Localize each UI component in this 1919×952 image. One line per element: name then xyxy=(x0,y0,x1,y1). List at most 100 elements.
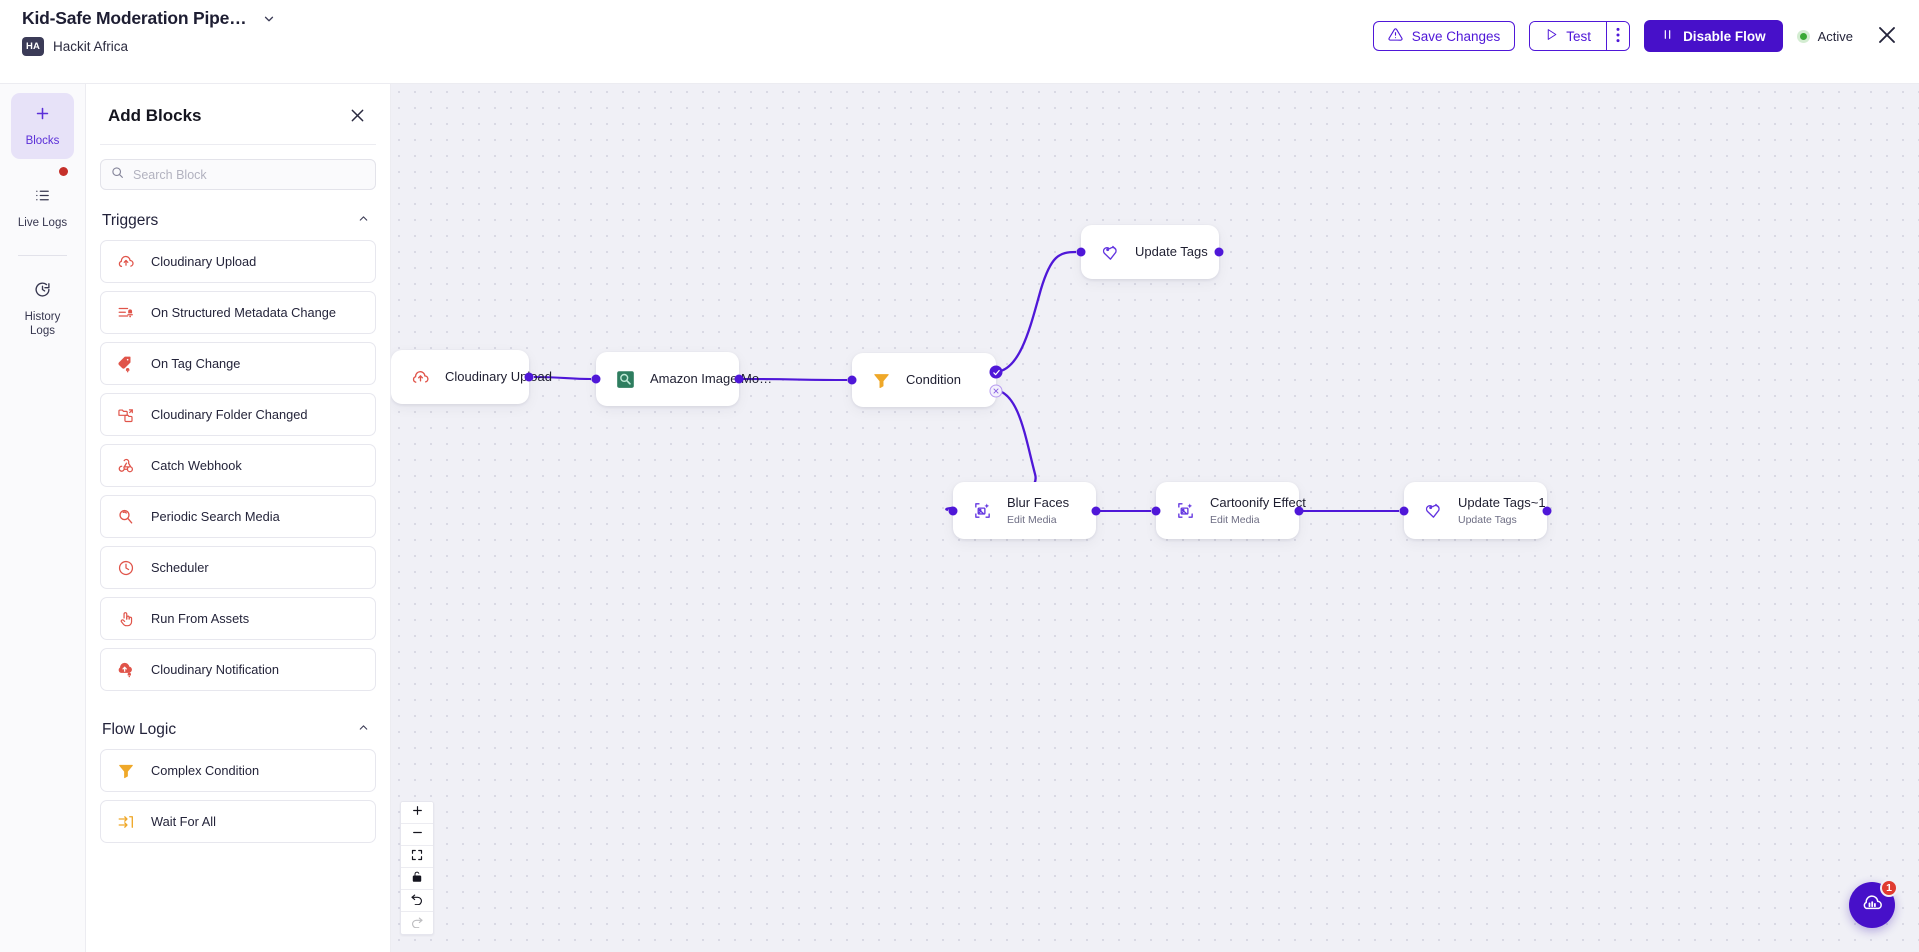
block-item-label: Periodic Search Media xyxy=(151,509,280,524)
search-box[interactable] xyxy=(100,159,376,190)
flow-node-text: Amazon Image Mo… xyxy=(650,371,772,387)
test-label: Test xyxy=(1566,28,1592,44)
block-item-run-from-assets[interactable]: Run From Assets xyxy=(100,597,376,640)
flow-node-title: Amazon Image Mo… xyxy=(650,370,773,386)
block-item-label: Cloudinary Notification xyxy=(151,662,280,677)
page-title: Kid-Safe Moderation Pipe… xyxy=(22,8,247,28)
history-icon xyxy=(34,281,51,303)
flow-node-condition[interactable]: Condition xyxy=(847,353,1003,407)
flow-canvas[interactable]: Cloudinary Upload Amazon Image Mo… Condi… xyxy=(391,84,1919,952)
rail-divider xyxy=(18,254,67,256)
panel-header: Add Blocks xyxy=(86,84,390,126)
block-item-label: On Tag Change xyxy=(151,356,241,371)
cloud-bell-icon xyxy=(117,661,135,679)
hand-click-icon xyxy=(117,610,135,628)
flow-node-title: Cloudinary Upload xyxy=(445,368,552,384)
block-item-catch-webhook[interactable]: Catch Webhook xyxy=(100,444,376,487)
node-output-handle-true[interactable] xyxy=(989,365,1003,379)
block-item-scheduler[interactable]: Scheduler xyxy=(100,546,376,589)
save-changes-button[interactable]: Save Changes xyxy=(1372,21,1516,51)
node-output-handle[interactable] xyxy=(734,374,744,384)
block-item-periodic-search-media[interactable]: Periodic Search Media xyxy=(100,495,376,538)
node-output-handle[interactable] xyxy=(1214,247,1224,257)
status-dot-icon xyxy=(1796,29,1810,43)
node-output-handle[interactable] xyxy=(1294,506,1304,515)
flow-node-text: Blur Faces Edit Media xyxy=(1007,495,1069,526)
node-output-handle[interactable] xyxy=(1542,506,1552,515)
block-item-on-tag-change[interactable]: On Tag Change xyxy=(100,342,376,385)
cloud-upload-icon xyxy=(117,253,135,271)
flow-node-blur-faces[interactable]: Blur Faces Edit Media xyxy=(948,482,1101,539)
header-left: Kid-Safe Moderation Pipe… HA Hackit Afri… xyxy=(22,8,278,56)
flow-title-row: Kid-Safe Moderation Pipe… xyxy=(22,8,278,29)
fit-screen-icon xyxy=(411,848,423,866)
block-item-label: On Structured Metadata Change xyxy=(151,305,336,320)
edit-media-icon xyxy=(1176,501,1195,520)
chevron-up-icon xyxy=(357,721,370,739)
close-icon[interactable] xyxy=(1875,23,1901,49)
block-item-cloudinary-notification[interactable]: Cloudinary Notification xyxy=(100,648,376,691)
disable-flow-label: Disable Flow xyxy=(1683,28,1766,44)
clock-icon xyxy=(117,559,135,577)
zoom-in-button[interactable] xyxy=(401,802,433,824)
aws-rekognition-icon xyxy=(616,370,635,389)
chevron-down-icon[interactable] xyxy=(260,10,278,28)
node-input-handle[interactable] xyxy=(1399,506,1409,515)
sidebar-item-blocks[interactable]: Blocks xyxy=(11,93,74,160)
zoom-out-button[interactable] xyxy=(401,824,433,846)
more-options-button[interactable] xyxy=(1606,22,1630,50)
section-header-triggers[interactable]: Triggers xyxy=(86,190,390,240)
app-header: Kid-Safe Moderation Pipe… HA Hackit Afri… xyxy=(0,0,1919,84)
node-input-handle[interactable] xyxy=(1151,506,1161,515)
cloud-upload-icon xyxy=(411,368,430,387)
header-actions: Save Changes Test Disable Flow xyxy=(1372,20,1901,52)
node-input-handle[interactable] xyxy=(948,506,958,515)
disable-flow-button[interactable]: Disable Flow xyxy=(1644,20,1783,52)
flow-node-text: Cartoonify Effect Edit Media xyxy=(1210,495,1306,526)
left-rail: Blocks Live Logs History Logs xyxy=(0,84,86,952)
node-input-handle[interactable] xyxy=(847,375,857,385)
lock-button[interactable] xyxy=(401,868,433,890)
tag-heart-icon xyxy=(1424,501,1443,520)
block-item-wait-for-all[interactable]: Wait For All xyxy=(100,800,376,843)
flow-node-amazon-image-moderation[interactable]: Amazon Image Mo… xyxy=(591,352,772,406)
block-item-complex-condition[interactable]: Complex Condition xyxy=(100,749,376,792)
test-button[interactable]: Test xyxy=(1530,22,1607,50)
add-blocks-panel: Add Blocks Triggers Cloudinary Upload xyxy=(86,84,391,952)
folder-change-icon xyxy=(117,406,135,424)
block-list[interactable]: Triggers Cloudinary Upload On Structured… xyxy=(86,190,390,950)
cloudinary-logo-icon xyxy=(1860,891,1884,920)
sidebar-item-history-logs[interactable]: History Logs xyxy=(11,269,74,350)
flow-node-update-tags[interactable]: Update Tags xyxy=(1076,225,1224,279)
flow-node-text: Cloudinary Upload xyxy=(445,369,552,385)
status-label: Active xyxy=(1817,28,1853,44)
block-item-cloudinary-upload[interactable]: Cloudinary Upload xyxy=(100,240,376,283)
node-output-handle[interactable] xyxy=(1091,506,1101,515)
block-item-label: Cloudinary Folder Changed xyxy=(151,407,308,422)
flow-node-title: Update Tags xyxy=(1135,243,1208,259)
flow-node-cloudinary-upload[interactable]: Cloudinary Upload xyxy=(391,350,552,404)
cloudinary-assistant-button[interactable]: 1 xyxy=(1849,879,1898,928)
node-output-handle-false[interactable] xyxy=(989,384,1003,398)
search-input[interactable] xyxy=(133,167,365,182)
node-input-handle[interactable] xyxy=(591,374,601,384)
fit-view-button[interactable] xyxy=(401,846,433,868)
filter-icon xyxy=(872,371,891,390)
save-changes-label: Save Changes xyxy=(1411,28,1501,44)
flow-node-cartoonify-effect[interactable]: Cartoonify Effect Edit Media xyxy=(1151,482,1306,539)
section-header-flow-logic[interactable]: Flow Logic xyxy=(86,699,390,749)
node-input-handle[interactable] xyxy=(1076,247,1086,257)
chevron-up-icon xyxy=(357,212,370,230)
status-badge: Active xyxy=(1796,28,1853,44)
block-item-cloudinary-folder-changed[interactable]: Cloudinary Folder Changed xyxy=(100,393,376,436)
undo-button[interactable] xyxy=(401,890,433,912)
flow-node-subtitle: Edit Media xyxy=(1210,514,1260,527)
lock-icon xyxy=(411,870,423,888)
close-icon[interactable] xyxy=(348,106,368,126)
flow-node-subtitle: Edit Media xyxy=(1007,514,1057,527)
flow-node-update-tags-1[interactable]: Update Tags~1 Update Tags xyxy=(1399,482,1552,539)
block-item-on-structured-metadata-change[interactable]: On Structured Metadata Change xyxy=(100,291,376,334)
sidebar-item-live-logs[interactable]: Live Logs xyxy=(11,167,74,241)
flow-node-text: Update Tags~1 Update Tags xyxy=(1458,495,1546,526)
node-output-handle[interactable] xyxy=(524,372,534,382)
